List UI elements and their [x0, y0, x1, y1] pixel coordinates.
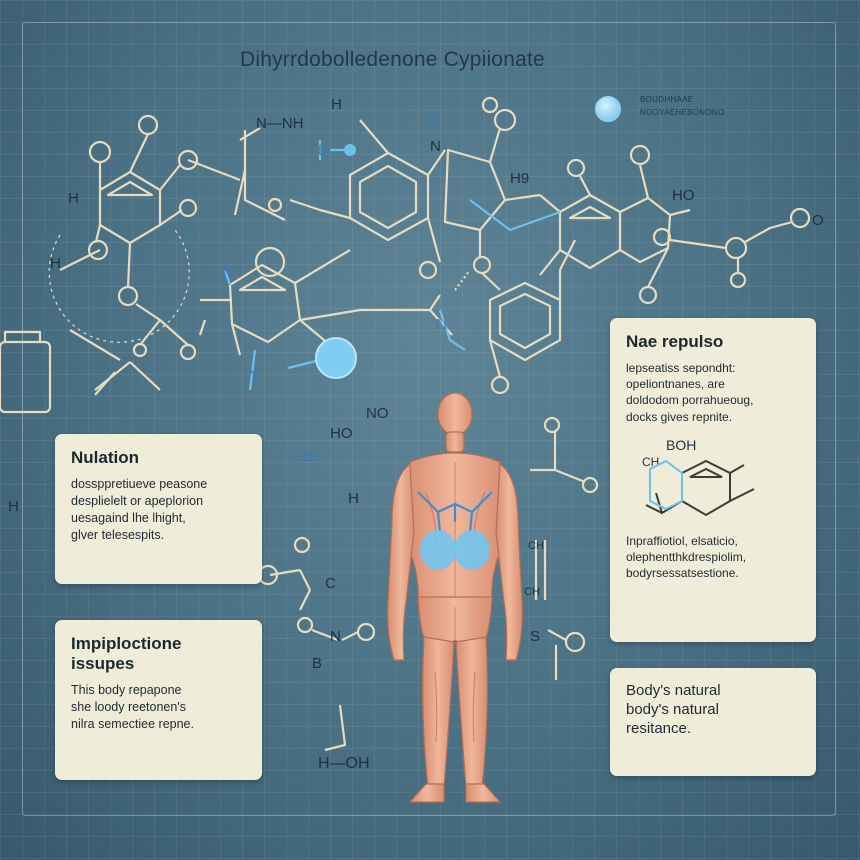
label-b: B: [312, 655, 323, 672]
label-c: C: [325, 575, 336, 592]
left-arm: [387, 462, 415, 661]
card-body: This body repapone she loody reetonen's …: [71, 683, 194, 731]
o-node: [472, 255, 492, 275]
accent-node: [315, 337, 357, 379]
o-node: [137, 114, 159, 136]
label-d: D: [318, 142, 329, 159]
info-card-repulso: Nae repulso lepseatiss sepondht: opelion…: [610, 318, 816, 642]
o-node: [179, 343, 197, 361]
o-node: [493, 108, 517, 132]
label-h: H: [68, 190, 79, 207]
label-ho: HO: [330, 425, 353, 442]
label-ch: CH: [528, 540, 544, 552]
card-molecule-svg: [645, 459, 755, 516]
o-node: [117, 285, 139, 307]
card-heading: Impiploctione issupes: [71, 634, 182, 673]
label-h: H: [50, 255, 61, 272]
label-h: H: [331, 96, 342, 113]
human-figure-svg: [387, 392, 523, 803]
head: [437, 392, 473, 436]
o-node: [789, 207, 811, 229]
legend-dot-icon: [595, 96, 621, 122]
info-card-natural: Body's natural body's natural resitance.: [610, 668, 816, 776]
o-node: [490, 375, 510, 395]
o-node: [629, 144, 651, 166]
label-s: S: [530, 628, 541, 645]
label-h: H9: [510, 170, 530, 187]
card-body: lepseatiss sepondht: opeliontnanes, are …: [626, 361, 754, 424]
card-heading: Nae repulso: [626, 332, 724, 351]
right-arm: [495, 462, 523, 661]
label-n: N: [430, 138, 441, 155]
legend-line-1: BOUDHHAAE: [640, 95, 694, 104]
right-leg: [455, 636, 488, 788]
label-n: N: [330, 628, 341, 645]
info-card-implications: Impiploctione issupes This body repapone…: [55, 620, 262, 780]
label-h: H: [8, 498, 19, 515]
o-node: [356, 622, 376, 642]
o-node: [652, 227, 672, 247]
o-node: [581, 476, 599, 494]
o-node: [418, 260, 438, 280]
o-node: [254, 246, 286, 278]
human-figure: [380, 392, 530, 812]
o-node: [293, 536, 311, 554]
label-o: O: [812, 212, 824, 229]
ring-lower-left: [228, 263, 302, 344]
o-node: [178, 198, 198, 218]
o-node: [87, 239, 109, 261]
label-h-oh: H—OH: [318, 755, 370, 772]
o-node: [296, 616, 314, 634]
info-card-nulation: Nulation dossppretiueve peasone despliel…: [55, 434, 262, 584]
label-n: N: [436, 316, 447, 333]
label-n: N: [222, 265, 233, 282]
o-node: [724, 236, 748, 260]
left-leg: [422, 636, 455, 788]
card-heading: Nulation: [71, 448, 139, 467]
label-nh: N—NH: [256, 115, 304, 132]
page-title: Dihyrrdobolledenone Cypiionate: [240, 48, 545, 71]
o-node: [564, 631, 586, 653]
o-node: [267, 197, 283, 213]
label-boh: BOH: [666, 436, 697, 453]
card-body-lower: Inpraffiotiol, elsaticio, olephentthkdre…: [626, 533, 747, 581]
label-ch: CH: [524, 586, 540, 598]
o-node: [132, 342, 148, 358]
o-node: [543, 416, 561, 434]
card-molecule: BOH CH: [626, 433, 800, 533]
label-ho: HO: [672, 187, 695, 204]
highlight-region: [454, 530, 490, 570]
o-node: [638, 285, 658, 305]
accent-node: [344, 144, 356, 156]
label-d: D: [428, 112, 439, 129]
ring-center-right: [443, 148, 507, 232]
legend-line-2: NOOYAEHEBONONO: [640, 108, 725, 117]
left-foot: [408, 783, 445, 803]
label-h: H: [348, 490, 359, 507]
neck: [445, 431, 465, 453]
right-foot: [465, 783, 502, 803]
o-node: [88, 140, 112, 164]
highlight-region: [420, 530, 456, 570]
o-node: [729, 271, 747, 289]
card-body: Body's natural body's natural resitance.: [626, 682, 721, 737]
label-hd: HD: [296, 448, 318, 465]
card-body: dossppretiueve peasone desplielelt or ap…: [71, 477, 208, 542]
o-node: [177, 149, 199, 171]
o-node: [566, 158, 586, 178]
frame-border: [22, 22, 836, 816]
o-node: [481, 96, 499, 114]
label-no: NO: [366, 405, 389, 422]
label-n: N: [248, 366, 259, 383]
